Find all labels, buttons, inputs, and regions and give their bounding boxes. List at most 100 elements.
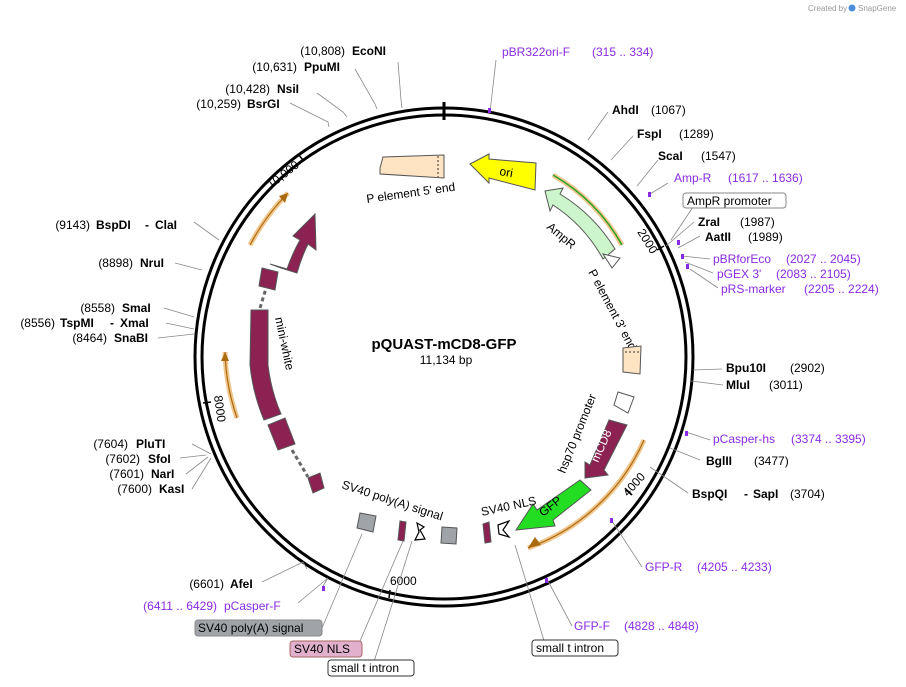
primer-gfp-r[interactable]: GFP-R — [645, 560, 683, 574]
p-element-5-label: P element 5' end — [365, 180, 456, 206]
site-pluti-pos: (7604) — [93, 437, 128, 451]
sv40-nls-feature-left[interactable] — [413, 521, 426, 541]
small-t-intron-feature-left[interactable] — [397, 520, 407, 542]
site-scai[interactable]: ScaI — [658, 149, 683, 163]
created-by-text: Created by — [808, 4, 847, 13]
sv40-nls-box[interactable]: SV40 NLS — [289, 640, 363, 658]
site-ahdi-pos: (1067) — [651, 103, 686, 117]
plasmid-size: 11,134 bp — [420, 353, 473, 367]
site-afei[interactable]: AfeI — [230, 577, 253, 591]
site-econi[interactable]: EcoNI — [352, 44, 386, 58]
site-bpu10i-pos: (2902) — [790, 361, 825, 375]
site-ppumi-pos: (10,631) — [252, 60, 297, 74]
site-bsrgi[interactable]: BsrGI — [247, 97, 280, 111]
ampr-orf-line — [552, 174, 623, 246]
primer-pgex3-range: (2083 .. 2105) — [776, 267, 851, 281]
primer-markers — [322, 108, 689, 591]
site-pluti[interactable]: PluTI — [136, 437, 165, 451]
small-t-intron-label-right: small t intron — [536, 641, 604, 655]
primer-gfp-r-range: (4205 .. 4233) — [697, 560, 772, 574]
site-tspmi-sep: - — [110, 316, 114, 330]
site-aatii[interactable]: AatII — [705, 230, 731, 244]
primer-pgex3[interactable]: pGEX 3' — [717, 267, 761, 281]
site-snabi[interactable]: SnaBI — [114, 331, 148, 345]
site-bspdi-pos: (9143) — [55, 218, 90, 232]
tick-10000: 10,000 — [264, 158, 302, 192]
ori-feature[interactable] — [469, 153, 537, 191]
tick-6000: 6000 — [390, 574, 417, 588]
mini-white-feature[interactable] — [249, 212, 325, 494]
site-clai[interactable]: ClaI — [155, 218, 177, 232]
site-kasi[interactable]: KasI — [159, 482, 184, 496]
primer-pcasper-hs[interactable]: pCasper-hs — [713, 432, 775, 446]
site-scai-pos: (1547) — [701, 149, 736, 163]
primer-amp-r[interactable]: Amp-R — [674, 171, 712, 185]
ampr-promoter-box[interactable]: AmpR promoter — [682, 192, 787, 209]
small-t-intron-feature-right[interactable] — [482, 521, 492, 544]
primer-prs-marker[interactable]: pRS-marker — [721, 282, 786, 296]
site-ppumi[interactable]: PpuMI — [304, 60, 340, 74]
sv40-polya-feature[interactable] — [440, 526, 458, 545]
p-element-3-label: P element 3' end — [585, 267, 639, 353]
site-sapi[interactable]: SapI — [753, 487, 778, 501]
site-afei-pos: (6601) — [189, 577, 224, 591]
site-sfoi[interactable]: SfoI — [148, 452, 171, 466]
site-xmai[interactable]: XmaI — [120, 316, 149, 330]
left-orf-arc-top — [247, 191, 290, 247]
primer-pbr322ori-f-range: (315 .. 334) — [592, 45, 653, 59]
site-bspqi-sep: - — [744, 487, 748, 501]
ampr-feature[interactable] — [544, 187, 621, 269]
site-snabi-pos: (8464) — [72, 331, 107, 345]
sv40-grey-feature[interactable] — [356, 512, 377, 533]
primer-pcasper-f-range: (6411 .. 6429) — [143, 599, 217, 613]
site-bspqi[interactable]: BspQI — [692, 487, 727, 501]
site-zrai[interactable]: ZraI — [698, 215, 720, 229]
gfp-feature[interactable] — [515, 479, 592, 531]
primer-pcasper-hs-range: (3374 .. 3395) — [791, 432, 866, 446]
sv40-nls-feature[interactable] — [497, 519, 511, 539]
site-mlui-pos: (3011) — [769, 378, 803, 392]
site-nrui[interactable]: NruI — [140, 256, 164, 270]
ori-label: ori — [498, 164, 514, 180]
ampr-promoter-label: AmpR promoter — [687, 194, 772, 208]
backbone — [193, 102, 695, 608]
site-bspdi[interactable]: BspDI — [96, 218, 131, 232]
orf-arrowhead-icon-2 — [279, 193, 288, 203]
site-bglii-pos: (3477) — [754, 454, 789, 468]
primer-pbrforeco[interactable]: pBRforEco — [713, 252, 771, 266]
primer-gfp-f[interactable]: GFP-F — [574, 619, 610, 633]
mcd8-feature[interactable] — [584, 419, 628, 479]
site-bpu10i[interactable]: Bpu10I — [726, 361, 766, 375]
site-tspmi[interactable]: TspMI — [60, 316, 94, 330]
small-t-intron-label-left: small t intron — [331, 661, 399, 675]
ampr-label: AmpR — [544, 220, 579, 252]
site-ahdi[interactable]: AhdI — [612, 103, 639, 117]
orf-arrowhead-icon-3 — [221, 352, 229, 361]
hsp70-promoter-arrow[interactable] — [613, 391, 635, 414]
tick-2000: 2000 — [634, 226, 660, 256]
site-nsii[interactable]: NsiI — [277, 82, 299, 96]
site-mlui[interactable]: MluI — [726, 378, 750, 392]
orf-arrowhead-icon — [528, 537, 541, 548]
snapgene-brand: SnapGene — [858, 4, 897, 13]
site-nari[interactable]: NarI — [151, 467, 174, 481]
p-element-5-feature[interactable] — [379, 154, 445, 179]
site-smai[interactable]: SmaI — [122, 301, 151, 315]
p-element-3-feature[interactable] — [622, 345, 642, 375]
site-nsii-pos: (10,428) — [225, 82, 270, 96]
site-fspi[interactable]: FspI — [637, 127, 662, 141]
tick-8000: 8000 — [211, 394, 229, 423]
snapgene-logo-icon — [848, 4, 856, 12]
small-t-intron-box-left[interactable]: small t intron — [327, 659, 415, 677]
primer-pbr322ori-f[interactable]: pBR322ori-F — [502, 45, 570, 59]
small-t-intron-box-right[interactable]: small t intron — [531, 639, 619, 657]
sv40-polya-box[interactable]: SV40 poly(A) signal — [194, 619, 323, 637]
site-bspdi-sep: - — [145, 218, 149, 232]
site-smai-pos: (8558) — [80, 301, 115, 315]
site-bsrgi-pos: (10,259) — [196, 97, 241, 111]
sv40-polya-inner-label: SV40 poly(A) signal — [340, 478, 445, 524]
primer-pcasper-f[interactable]: pCasper-F — [224, 599, 281, 613]
primer-prs-marker-range: (2205 .. 2224) — [804, 282, 879, 296]
site-bglii[interactable]: BglII — [706, 454, 732, 468]
